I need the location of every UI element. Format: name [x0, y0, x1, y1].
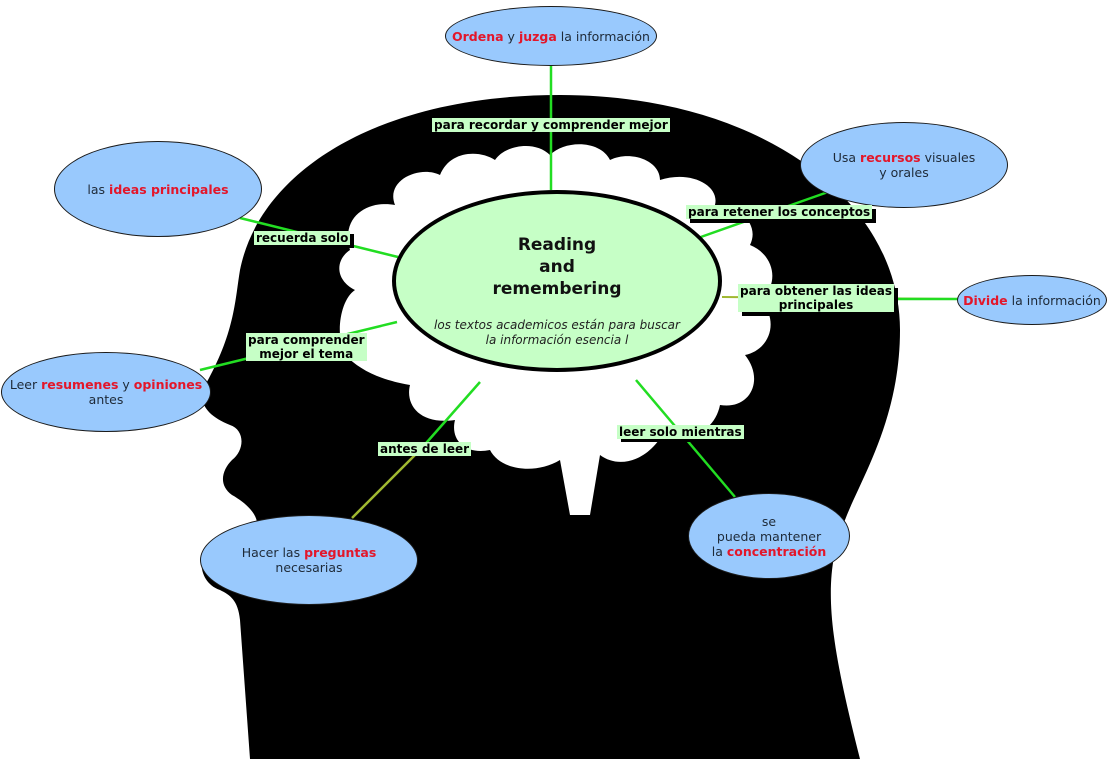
node-text-segment: antes	[88, 392, 124, 407]
highlighted-keyword: resumenes	[41, 377, 119, 392]
highlighted-keyword: preguntas	[304, 545, 377, 560]
node-text-segment: se pueda mantener la	[711, 513, 822, 559]
node-hacer-preguntas[interactable]: Hacer las preguntas necesarias	[200, 515, 418, 605]
node-text: Leer resumenes y opiniones antes	[10, 377, 202, 407]
link-label-comprender-tema: para comprender mejor el tema	[246, 333, 367, 361]
node-divide-informacion[interactable]: Divide la información	[957, 275, 1107, 325]
link-label-retener: para retener los conceptos	[686, 205, 873, 219]
highlighted-keyword: concentración	[726, 543, 827, 559]
node-text: las ideas principales	[87, 182, 228, 197]
link-label-obtener-ideas: para obtener las ideas principales	[738, 284, 894, 312]
node-text-segment: Leer	[9, 377, 42, 392]
link-label-antes-de-leer: antes de leer	[378, 442, 472, 456]
highlighted-keyword: Divide	[963, 292, 1008, 308]
central-topic-subtitle: los textos academicos están para buscar …	[434, 318, 680, 347]
node-ideas-principales[interactable]: las ideas principales	[54, 141, 262, 237]
node-text-segment: las	[87, 181, 110, 197]
node-text-segment: la información	[1007, 292, 1101, 308]
highlighted-keyword: opiniones	[133, 377, 203, 392]
node-text-segment: necesarias	[275, 560, 343, 575]
highlighted-keyword: Ordena	[452, 28, 504, 44]
node-text-segment: Usa	[832, 150, 861, 165]
highlighted-keyword: juzga	[518, 28, 557, 44]
node-ordena-juzga[interactable]: Ordena y juzga la información	[445, 6, 657, 66]
central-topic-title: Reading and remembering	[492, 235, 622, 299]
connector-bottom-left	[419, 381, 481, 451]
link-label-recuerda-solo: recuerda solo	[254, 231, 351, 245]
node-text-segment: y	[503, 28, 519, 44]
node-text: Usa recursos visuales y orales	[833, 150, 976, 180]
node-text: Hacer las preguntas necesarias	[242, 545, 377, 575]
node-text-segment: visuales y orales	[879, 150, 976, 180]
node-text-segment: y	[118, 377, 134, 392]
connector-bottom-left-2	[351, 449, 421, 519]
node-text: se pueda mantener la concentración	[712, 514, 827, 559]
link-label-leer-solo-mientras: leer solo mientras	[617, 425, 744, 439]
node-concentracion[interactable]: se pueda mantener la concentración	[688, 493, 850, 579]
highlighted-keyword: recursos	[860, 150, 921, 165]
link-label-recordar: para recordar y comprender mejor	[432, 118, 670, 132]
node-text: Divide la información	[963, 293, 1101, 308]
central-topic-node[interactable]: Reading and remembering los textos acade…	[392, 190, 722, 372]
node-text-segment: la información	[556, 28, 650, 44]
node-leer-resumenes[interactable]: Leer resumenes y opiniones antes	[1, 352, 211, 432]
node-text-segment: Hacer las	[241, 545, 305, 560]
node-text: Ordena y juzga la información	[452, 29, 650, 44]
highlighted-keyword: ideas principales	[109, 181, 229, 197]
node-usa-recursos[interactable]: Usa recursos visuales y orales	[800, 122, 1008, 208]
